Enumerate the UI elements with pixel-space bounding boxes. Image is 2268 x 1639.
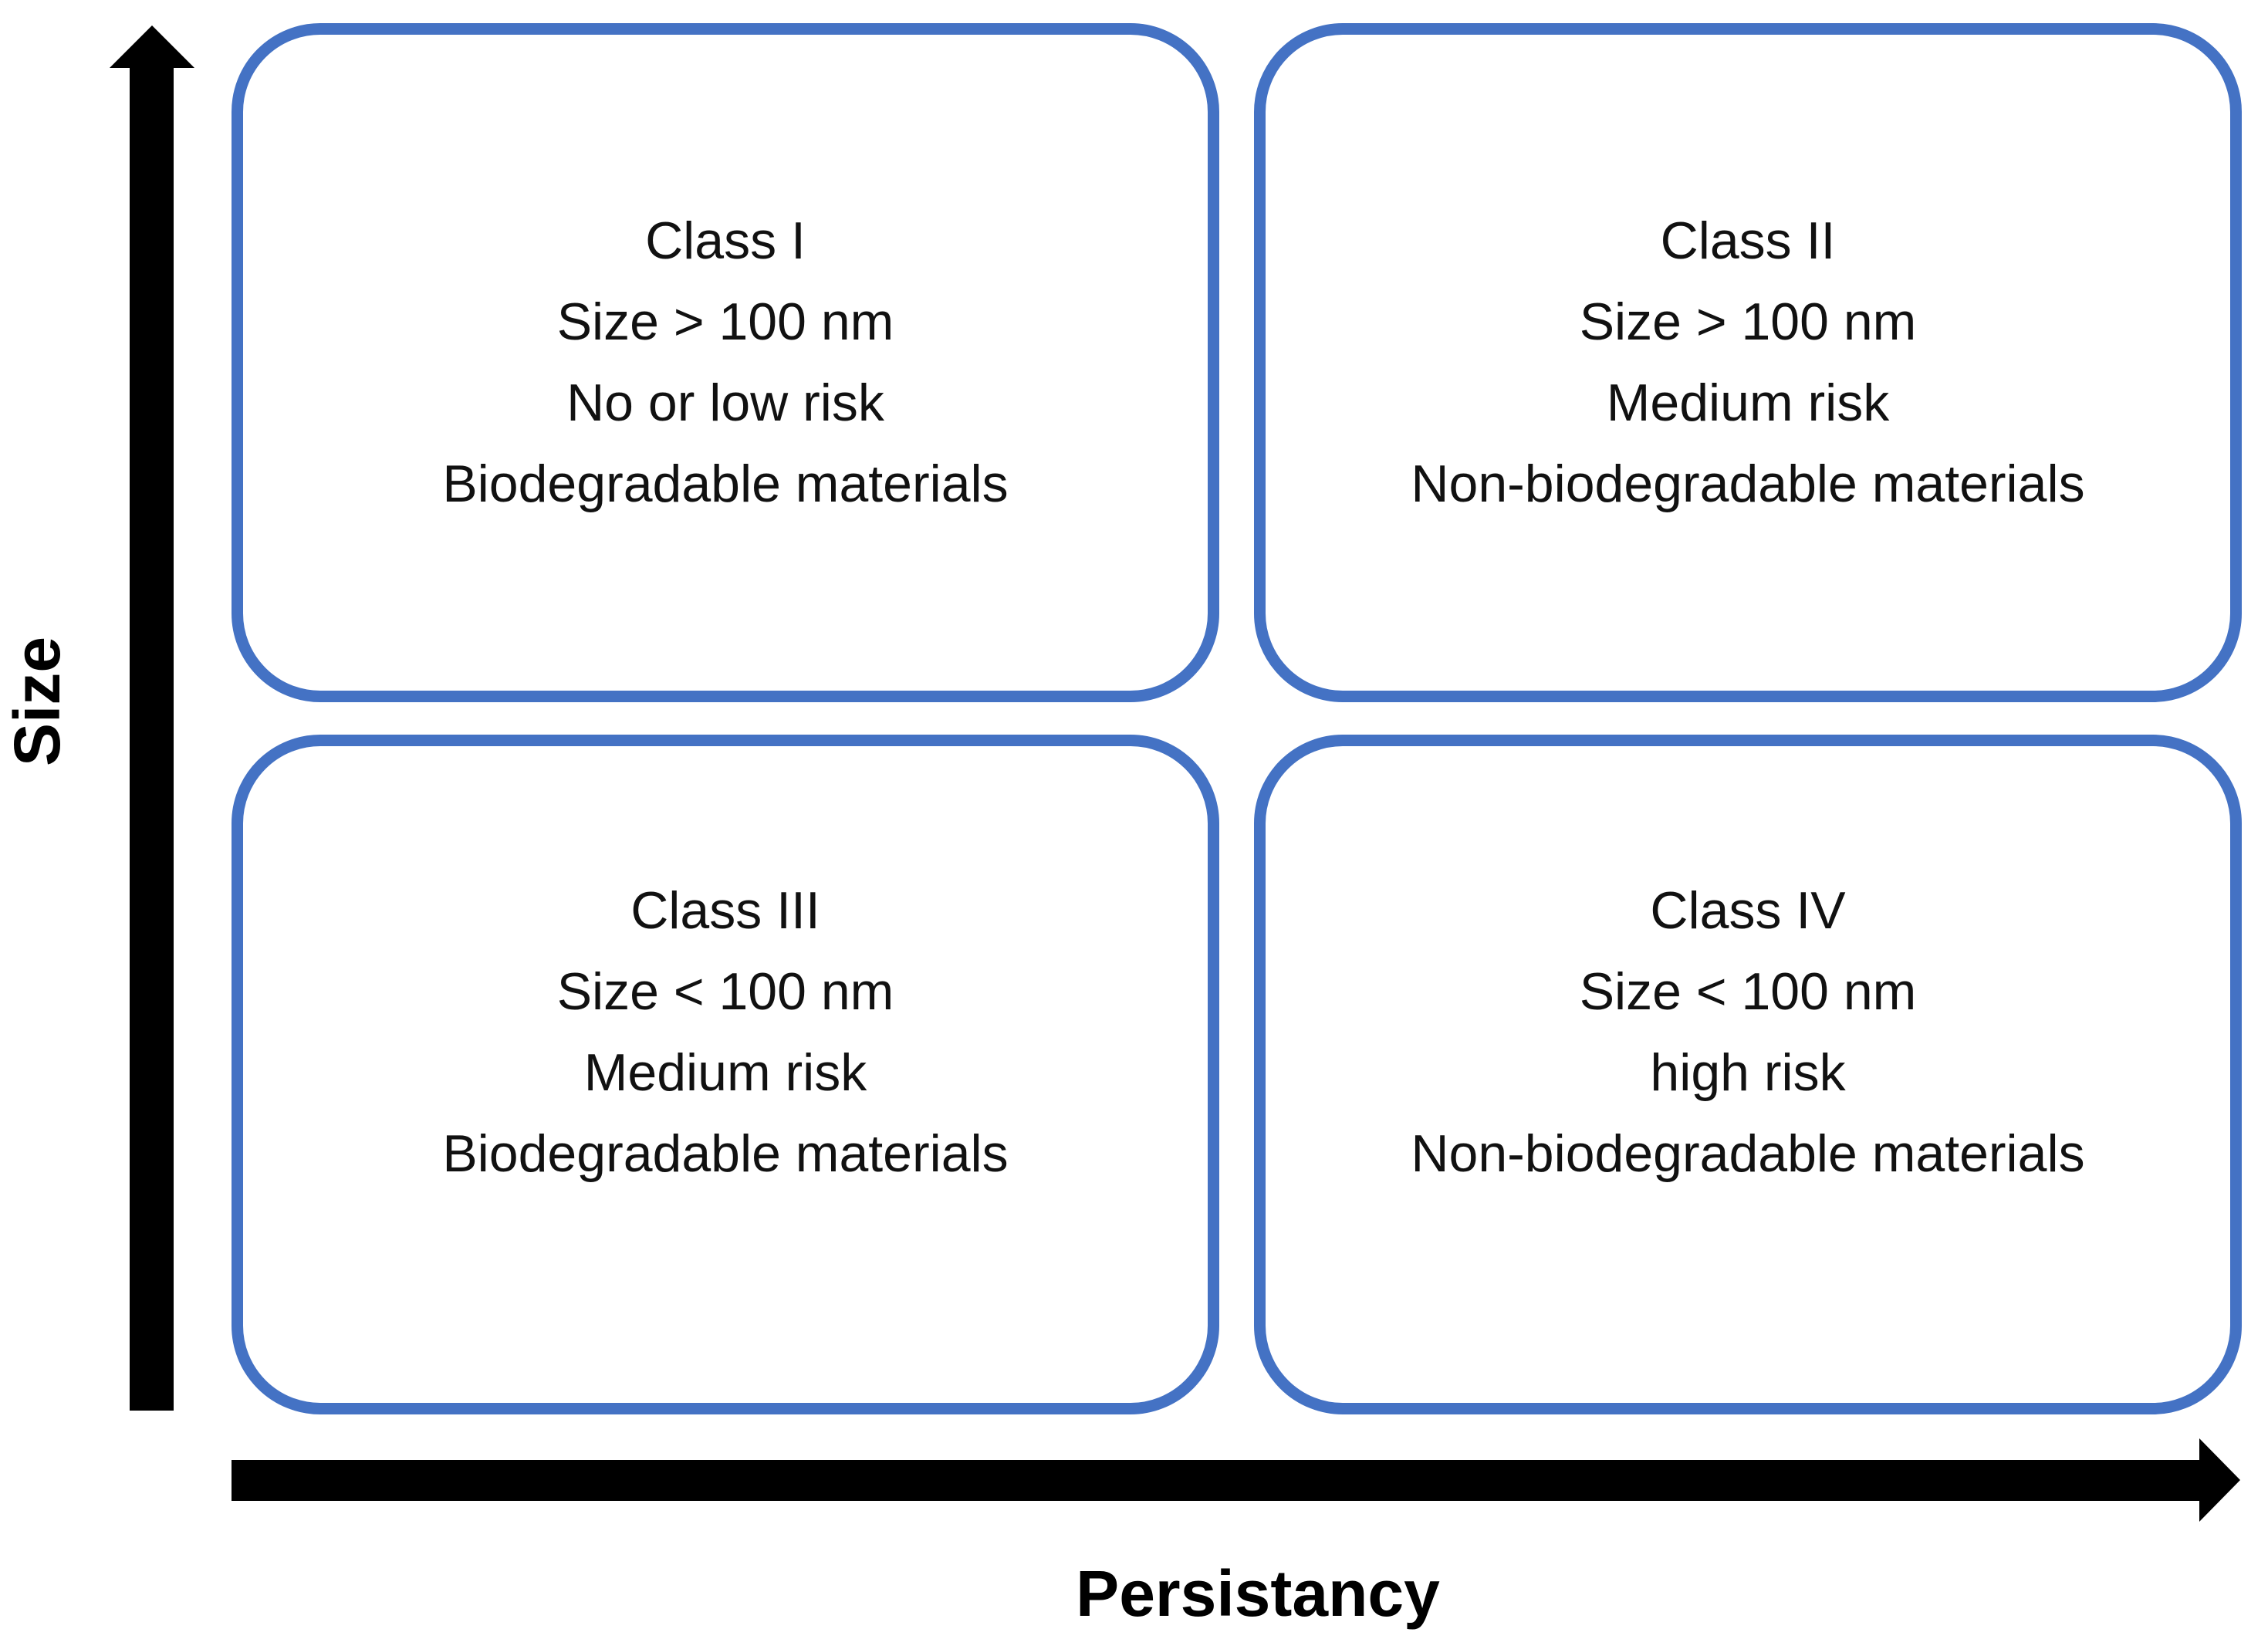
quadrant-size: Size < 100 nm xyxy=(556,961,894,1021)
quadrant-material: Non-biodegradable materials xyxy=(1411,1124,2085,1183)
quadrant-size: Size > 100 nm xyxy=(556,292,894,351)
quadrant-material: Biodegradable materials xyxy=(442,1124,1009,1183)
x-axis-arrowhead-icon xyxy=(2199,1438,2240,1522)
x-axis-label: Persistancy xyxy=(1076,1557,1440,1630)
quadrant-class-iii: Class III Size < 100 nm Medium risk Biod… xyxy=(232,735,1219,1414)
quadrant-class-iv: Class IV Size < 100 nm high risk Non-bio… xyxy=(1254,735,2242,1414)
quadrant-size: Size < 100 nm xyxy=(1579,961,1917,1021)
y-axis-arrow xyxy=(130,66,174,1411)
quadrant-class-ii: Class II Size > 100 nm Medium risk Non-b… xyxy=(1254,23,2242,702)
quadrant-risk: No or low risk xyxy=(566,373,884,432)
quadrant-class-i: Class I Size > 100 nm No or low risk Bio… xyxy=(232,23,1219,702)
quadrant-title: Class III xyxy=(630,880,820,940)
quadrant-material: Non-biodegradable materials xyxy=(1411,455,2085,513)
quadrant-material: Biodegradable materials xyxy=(442,455,1009,513)
y-axis-arrowhead-icon xyxy=(110,25,194,68)
y-axis-label: Size xyxy=(1,636,73,767)
quadrant-risk: Medium risk xyxy=(583,1043,867,1102)
quadrant-title: Class I xyxy=(645,211,806,270)
quadrant-size: Size > 100 nm xyxy=(1579,292,1917,351)
quadrant-title: Class II xyxy=(1660,211,1836,270)
quadrant-risk: high risk xyxy=(1650,1043,1846,1102)
quadrant-risk: Medium risk xyxy=(1606,373,1890,432)
quadrant-title: Class IV xyxy=(1650,880,1846,940)
x-axis-arrow xyxy=(232,1460,2199,1501)
